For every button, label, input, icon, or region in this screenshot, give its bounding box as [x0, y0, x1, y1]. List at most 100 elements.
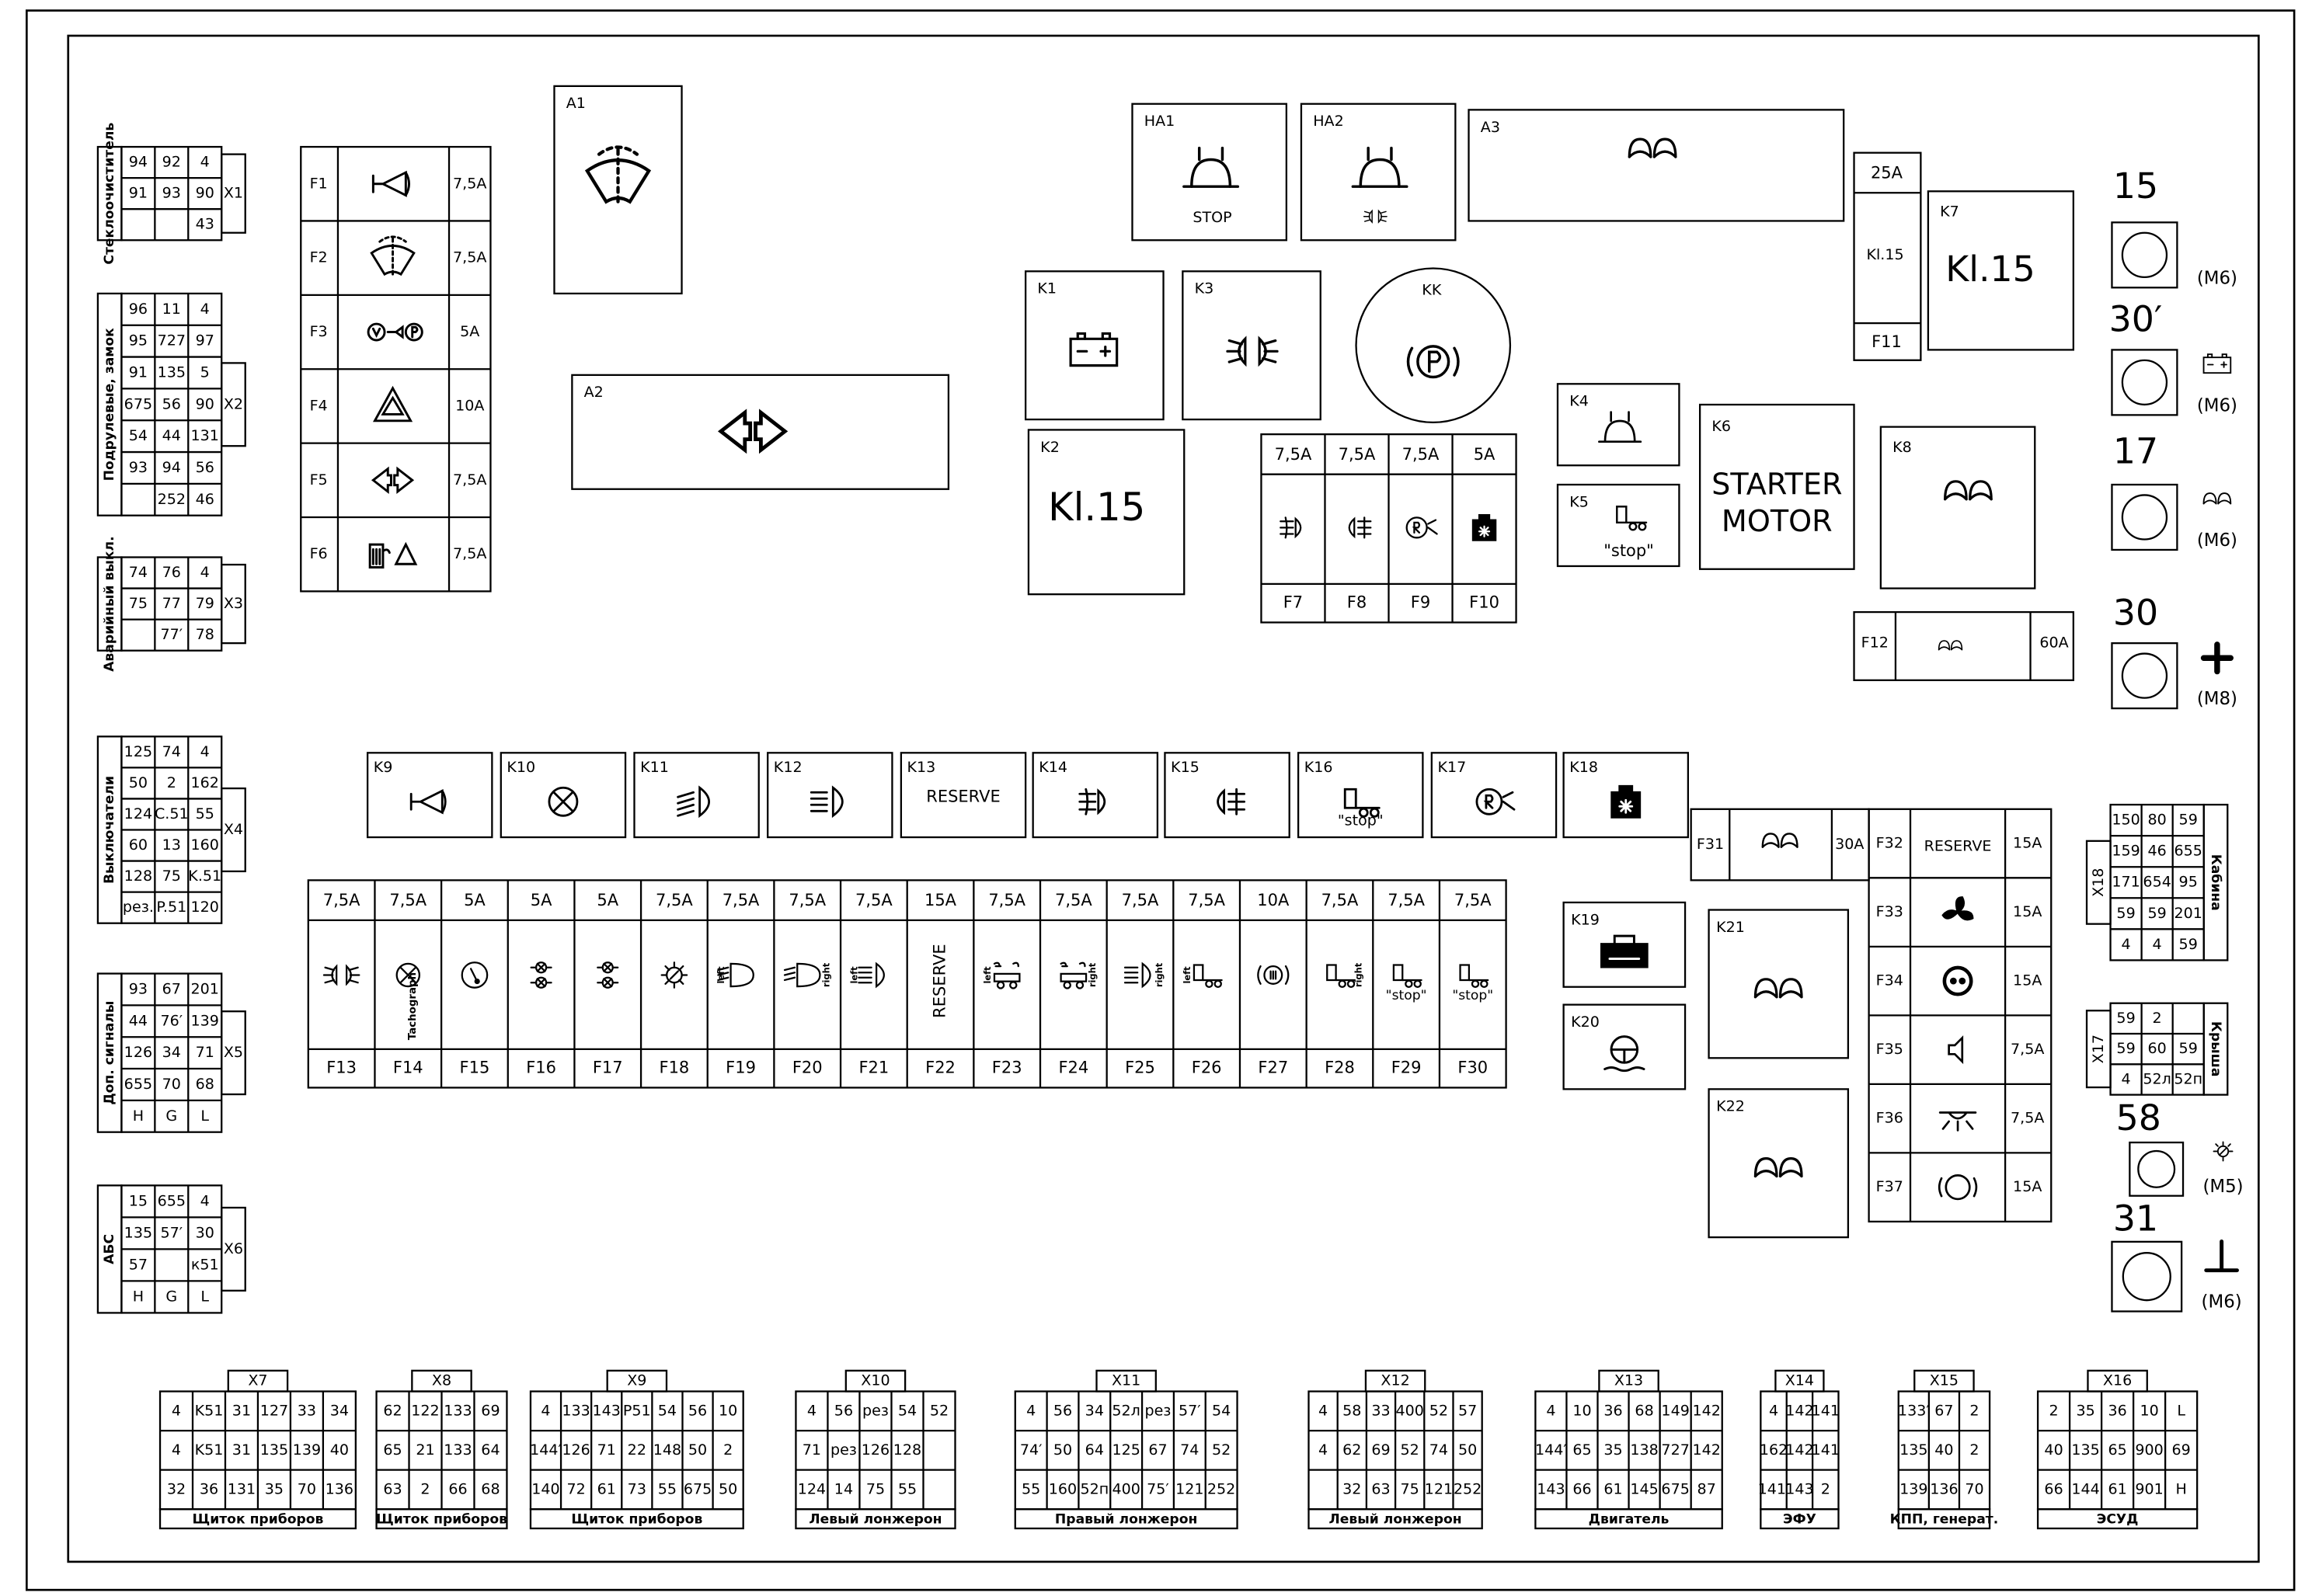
fuse-rating: 15A: [2013, 1178, 2042, 1195]
pin-number: 59: [2179, 812, 2198, 829]
fuse-rating: 7,5A: [1339, 445, 1376, 464]
pin-number: 22: [628, 1441, 646, 1459]
relay-k12: K12: [767, 752, 893, 839]
module-id: HA1: [1144, 113, 1175, 130]
fuse-id: F18: [660, 1059, 690, 1077]
fuse-id: F25: [1125, 1059, 1155, 1077]
bolt-size: (M6): [2202, 1292, 2242, 1313]
pin-number: 60: [129, 836, 148, 854]
connector-caption: АБС: [102, 1234, 117, 1264]
pin-number: 90: [196, 395, 214, 412]
pin-number: 124: [798, 1480, 826, 1497]
box: [221, 1010, 246, 1096]
pin-number: G: [165, 1107, 177, 1125]
pin-number: 655: [2174, 843, 2202, 860]
fuse-id: F1: [310, 175, 328, 192]
heater-icon: [1471, 513, 1497, 541]
pin-number: 74: [162, 743, 181, 760]
fuse-rating: 7,5A: [1454, 891, 1492, 909]
fuse-id: F37: [1876, 1178, 1903, 1195]
module-a3: A3: [1468, 109, 1845, 222]
pin-number: 63: [383, 1480, 402, 1497]
pin-number: 78: [196, 626, 214, 643]
relay-k17: K17: [1430, 752, 1558, 839]
pin-number: 68: [1635, 1402, 1653, 1419]
pin-number: 55: [658, 1480, 677, 1497]
pin-number: 44: [129, 1012, 148, 1029]
high-beam-icon: [810, 785, 844, 819]
relay-text: RESERVE: [926, 788, 1000, 806]
pin-number: 162: [191, 774, 219, 791]
kk-circle: [1355, 267, 1512, 424]
connector-caption: Подрулевые, замок: [102, 328, 117, 482]
pin-number: 162: [1760, 1441, 1788, 1459]
box: [2111, 349, 2178, 416]
pin-number: 131: [191, 427, 219, 444]
connector-id: X11: [1112, 1372, 1140, 1389]
washer-warning-icon: [368, 541, 418, 569]
right-text: right: [1353, 962, 1364, 987]
fuse-id: F10: [1469, 593, 1499, 612]
pin-number: 4: [2153, 936, 2162, 953]
fuse-id: F15: [460, 1059, 490, 1077]
pin-number: 64: [1085, 1441, 1104, 1459]
module-k8: K8: [1879, 426, 2036, 589]
pin-number: K51: [195, 1441, 224, 1459]
pin-number: 50: [719, 1480, 737, 1497]
pin-number: 150: [2112, 812, 2140, 829]
box: [158, 1508, 357, 1530]
pin-number: 14: [834, 1480, 853, 1497]
glow-plug-icon: [1753, 1157, 1803, 1178]
rear-fog-icon: [1348, 516, 1372, 539]
pin-number: 35: [265, 1480, 284, 1497]
pin-number: 55: [898, 1480, 917, 1497]
module-k3: K3: [1182, 270, 1321, 421]
box: [1760, 1508, 1840, 1530]
pin-number: 94: [129, 154, 148, 171]
trailer-lights-icon: [993, 961, 1021, 989]
pin-number: 4: [1769, 1402, 1778, 1419]
terminal-number: 31: [2113, 1198, 2158, 1240]
connector-id: X7: [248, 1372, 267, 1389]
pin-number: 74: [1180, 1441, 1199, 1459]
pin-number: 52л: [1112, 1402, 1140, 1419]
box: [221, 362, 246, 447]
connector-id: X13: [1614, 1372, 1643, 1389]
fuse-rating: 5A: [531, 891, 552, 909]
kl15-text: Kl.15: [1867, 246, 1904, 263]
box: [1164, 752, 1290, 839]
pin-number: 95: [129, 332, 148, 349]
buzzer-icon: [1182, 146, 1240, 188]
reverse-icon: [1405, 516, 1438, 539]
lights-icon: [1226, 336, 1279, 367]
connector-id: X8: [432, 1372, 451, 1389]
box: [1024, 270, 1165, 421]
relay-id: K14: [1039, 759, 1067, 776]
fuse-rating: 7,5A: [389, 891, 427, 909]
headlight-icon: [717, 962, 754, 988]
box: [1556, 383, 1680, 467]
pin-number: 34: [1085, 1402, 1104, 1419]
pin-number: 50: [1458, 1441, 1477, 1459]
stud-hole: [2137, 1149, 2176, 1188]
pin-number: 56: [834, 1402, 853, 1419]
pin-number: 77: [162, 595, 181, 612]
relay-id: K13: [907, 759, 936, 776]
pin-number: 127: [260, 1402, 288, 1419]
pin-number: 4: [200, 564, 210, 581]
brake-icon: [1257, 965, 1290, 985]
box: [1562, 901, 1687, 988]
